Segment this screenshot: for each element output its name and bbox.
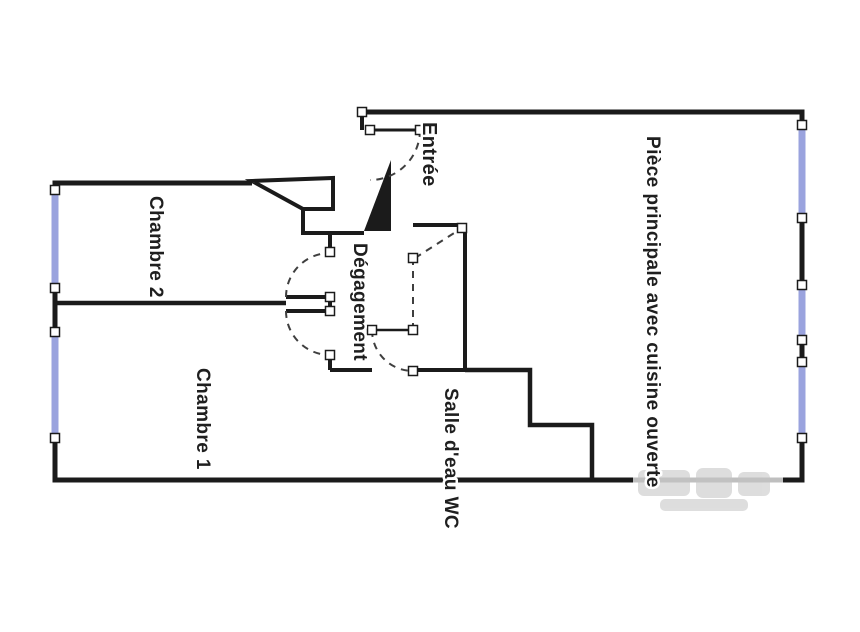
- marker: [414, 124, 426, 136]
- marker: [796, 432, 808, 444]
- room-label-piece-principale: Pièce principale avec cuisine ouverte: [642, 136, 663, 488]
- marker: [366, 324, 378, 336]
- marker: [324, 246, 336, 258]
- room-labels: Entrée Pièce principale avec cuisine ouv…: [143, 120, 666, 532]
- marker: [407, 324, 419, 336]
- marker: [324, 305, 336, 317]
- room-label-entree: Entrée: [418, 122, 440, 187]
- chambre1-door-arc: [285, 310, 331, 356]
- marker: [456, 222, 468, 234]
- watermark-blob: [660, 499, 748, 511]
- marker: [407, 365, 419, 377]
- watermark-blob: [696, 468, 732, 498]
- outer-wall: [52, 109, 805, 483]
- marker: [324, 349, 336, 361]
- watermark: [633, 466, 783, 512]
- marker: [796, 356, 808, 368]
- door-swing-arcs: [285, 129, 463, 372]
- room-label-chambre-1: Chambre 1: [192, 368, 213, 470]
- bathroom-dashed-diagonal: [414, 227, 463, 259]
- marker: [364, 124, 376, 136]
- marker: [796, 279, 808, 291]
- marker: [407, 252, 419, 264]
- chambre2-door-arc: [285, 252, 331, 298]
- bathroom-door-arc: [371, 329, 414, 372]
- room-label-degagement: Dégagement: [349, 243, 370, 361]
- watermark-blob: [738, 472, 770, 496]
- marker: [796, 334, 808, 346]
- watermark-blob: [638, 470, 690, 496]
- marker: [356, 106, 368, 118]
- entry-door-arc: [369, 129, 421, 181]
- windows: [51, 125, 806, 438]
- marker: [49, 432, 61, 444]
- marker: [796, 212, 808, 224]
- entry-closet-stub-wall: [301, 209, 364, 235]
- room-label-chambre-2: Chambre 2: [145, 196, 166, 298]
- room-label-salle-eau-wc: Salle d'eau WC: [440, 388, 461, 529]
- marker: [796, 119, 808, 131]
- marker: [49, 282, 61, 294]
- marker: [49, 326, 61, 338]
- bathroom-step-wall: [465, 367, 595, 480]
- marker: [324, 291, 336, 303]
- marker: [49, 184, 61, 196]
- entry-door-panel: [364, 160, 391, 231]
- entry-closet-wall: [244, 175, 335, 211]
- junction-markers: [49, 106, 808, 444]
